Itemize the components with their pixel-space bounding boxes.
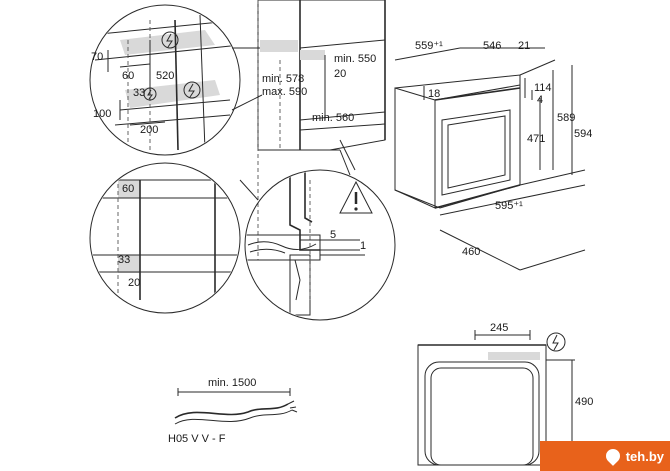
dim-min-1500: min. 1500 bbox=[208, 377, 256, 389]
dim-200: 200 bbox=[140, 124, 158, 136]
dim-546: 546 bbox=[483, 40, 501, 52]
cabinet-niche: min. 550 20 min. 578 max. 590 min. 560 bbox=[257, 0, 386, 260]
oven-front-view: 245 490 bbox=[417, 322, 593, 466]
dim-min-550: min. 550 bbox=[334, 53, 376, 65]
dim-594: 594 bbox=[574, 128, 592, 140]
detail-circle-warning: 5 1 bbox=[244, 169, 396, 321]
warning-triangle-icon bbox=[339, 180, 373, 214]
dim-490: 490 bbox=[575, 396, 593, 408]
dim-max-590: max. 590 bbox=[262, 86, 307, 98]
plug-socket-icon bbox=[161, 31, 179, 49]
dim-21: 21 bbox=[518, 40, 530, 52]
dim-5: 5 bbox=[330, 229, 336, 241]
power-cable: min. 1500 H05 V V - F bbox=[168, 377, 298, 445]
dim-70: 70 bbox=[91, 51, 103, 63]
dim-33: 33 bbox=[118, 254, 130, 266]
oven-body: 559⁺¹ 546 21 18 114 4 471 589 594 595⁺¹ … bbox=[394, 40, 592, 271]
dim-min-560: min. 560 bbox=[312, 112, 354, 124]
detail-circle-middle-left: 60 33 20 bbox=[89, 162, 241, 314]
cable-type-label: H05 V V - F bbox=[168, 433, 226, 445]
dim-1: 1 bbox=[360, 240, 366, 252]
dim-559: 559⁺¹ bbox=[415, 40, 443, 52]
dim-20: 20 bbox=[334, 68, 346, 80]
plug-socket-icon bbox=[546, 332, 566, 352]
dim-100: 100 bbox=[93, 108, 111, 120]
dim-33: 33 bbox=[133, 87, 145, 99]
plug-socket-icon bbox=[183, 81, 201, 99]
map-pin-icon bbox=[602, 446, 623, 466]
detail-circle-top-left: 70 60 520 33 100 200 bbox=[89, 4, 241, 156]
dim-20: 20 bbox=[128, 277, 140, 289]
dim-520: 520 bbox=[156, 70, 174, 82]
dim-595: 595⁺¹ bbox=[495, 200, 523, 212]
dim-460: 460 bbox=[462, 246, 480, 258]
watermark-badge: teh.by bbox=[540, 441, 670, 471]
dim-60: 60 bbox=[122, 183, 134, 195]
dim-245: 245 bbox=[490, 322, 508, 334]
dim-114: 114 bbox=[534, 82, 552, 94]
dim-min-578: min. 578 bbox=[262, 73, 304, 85]
watermark-text: teh.by bbox=[625, 448, 664, 464]
dim-471: 471 bbox=[527, 133, 545, 145]
dim-18: 18 bbox=[428, 88, 440, 100]
dim-589: 589 bbox=[557, 112, 575, 124]
dim-60: 60 bbox=[122, 70, 134, 82]
